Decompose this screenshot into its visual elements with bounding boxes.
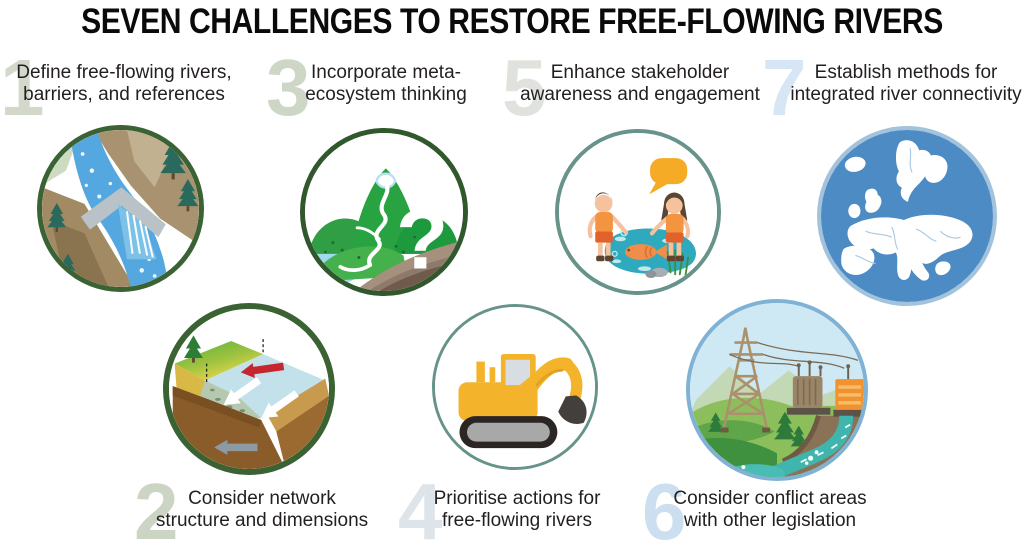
people-dialogue-pond-icon <box>559 133 717 291</box>
challenge-6-number: 6 <box>642 467 687 546</box>
challenge-7-number: 7 <box>762 43 807 132</box>
europe-rivers-map-icon <box>821 130 993 302</box>
challenge-4-circle <box>432 304 598 470</box>
challenge-1-label: Define free-flowing rivers,barriers, and… <box>16 62 232 105</box>
river-with-barrier-icon <box>42 130 199 287</box>
river-channel-cross-section-icon <box>169 309 329 469</box>
challenge-5-number: 5 <box>502 43 547 132</box>
challenge-1-number: 1 <box>0 43 45 132</box>
challenge-3-circle: ? <box>300 128 468 296</box>
svg-text:?: ? <box>396 193 448 288</box>
challenge-4-number: 4 <box>398 467 443 546</box>
hydropower-infrastructure-icon <box>690 303 864 477</box>
excavator-icon <box>435 307 595 467</box>
mountain-ecosystem-question-icon: ? <box>305 133 463 291</box>
challenge-2-circle <box>163 303 335 475</box>
challenge-7-circle <box>817 126 997 306</box>
challenge-3-label: Incorporate meta-ecosystem thinking <box>305 62 467 105</box>
challenge-6-circle <box>686 299 868 481</box>
challenge-1-circle <box>37 125 204 292</box>
challenge-2-number: 2 <box>134 467 179 546</box>
challenge-3-number: 3 <box>266 43 311 132</box>
page-title: SEVEN CHALLENGES TO RESTORE FREE-FLOWING… <box>81 2 943 41</box>
challenge-5-circle <box>555 129 721 295</box>
